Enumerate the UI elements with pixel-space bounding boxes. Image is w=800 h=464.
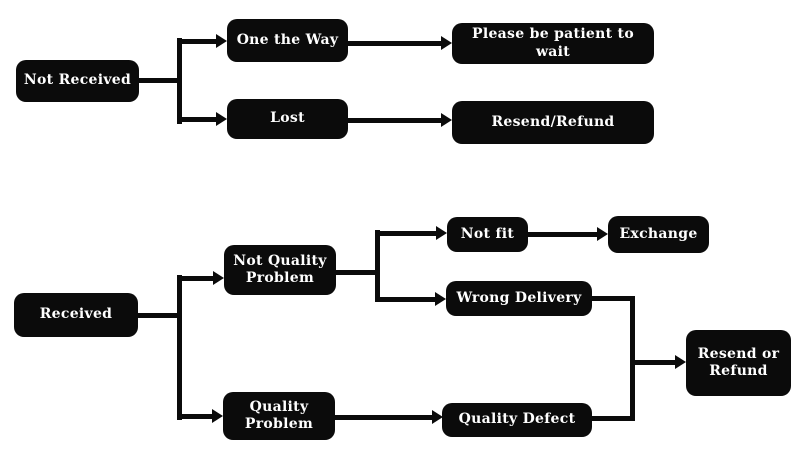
- node-please-be-patient: Please be patient to wait: [452, 23, 654, 64]
- node-not-quality-problem: Not Quality Problem: [224, 245, 336, 295]
- connector-merge-vertical: [630, 296, 635, 421]
- arrowhead-to-quality-problem: [212, 409, 223, 423]
- node-wrong-delivery: Wrong Delivery: [446, 281, 592, 316]
- connector-not-quality-problem-stub: [334, 270, 379, 275]
- connector-to-resend-refund: [346, 118, 442, 123]
- connector-wrong-delivery-stub: [590, 296, 635, 301]
- connector-to-resend-or-refund: [630, 360, 676, 365]
- arrowhead-to-not-fit: [436, 226, 447, 240]
- connector-not-quality-branch-vertical: [375, 230, 380, 302]
- node-quality-problem: Quality Problem: [223, 392, 335, 440]
- connector-not-received-stub: [136, 78, 181, 83]
- connector-to-not-fit: [375, 231, 437, 236]
- node-resend-refund: Resend/Refund: [452, 101, 654, 144]
- connector-to-wrong-delivery: [375, 297, 436, 302]
- connector-to-one-the-way: [177, 39, 217, 44]
- node-resend-or-refund: Resend or Refund: [686, 330, 791, 396]
- arrowhead-to-please-be-patient: [441, 36, 452, 50]
- connector-to-please-be-patient: [346, 41, 442, 46]
- arrowhead-to-not-quality-problem: [213, 271, 224, 285]
- node-not-received: Not Received: [16, 60, 139, 102]
- connector-received-branch-vertical: [177, 275, 182, 420]
- connector-to-lost: [177, 117, 217, 122]
- arrowhead-to-exchange: [597, 227, 608, 241]
- arrowhead-to-wrong-delivery: [435, 292, 446, 306]
- connector-quality-defect-stub: [590, 416, 635, 421]
- connector-to-quality-problem: [177, 414, 214, 419]
- node-not-fit: Not fit: [447, 217, 528, 252]
- arrowhead-to-lost: [216, 112, 227, 126]
- arrowhead-to-resend-refund: [441, 113, 452, 127]
- arrowhead-to-quality-defect: [432, 410, 443, 424]
- node-exchange: Exchange: [608, 216, 709, 253]
- connector-received-stub: [136, 313, 181, 318]
- connector-to-not-quality-problem: [177, 276, 214, 281]
- node-quality-defect: Quality Defect: [442, 403, 592, 437]
- connector-quality-problem-to-quality-defect: [333, 415, 433, 420]
- node-received: Received: [14, 293, 138, 337]
- arrowhead-to-resend-or-refund: [675, 355, 686, 369]
- node-lost: Lost: [227, 99, 348, 139]
- connector-to-exchange: [526, 232, 598, 237]
- connector-not-received-branch-vertical: [177, 38, 182, 124]
- arrowhead-to-one-the-way: [216, 34, 227, 48]
- node-one-the-way: One the Way: [227, 19, 348, 62]
